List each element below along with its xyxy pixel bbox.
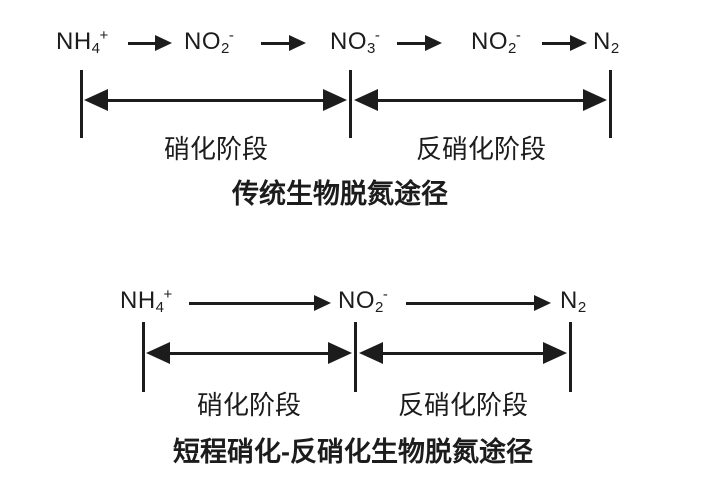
species-subscript: 2 bbox=[610, 40, 620, 57]
species-superscript: - bbox=[382, 286, 389, 303]
species-base: NO bbox=[471, 28, 508, 55]
stage-boundary-tick bbox=[80, 70, 83, 138]
species-subscript: 2 bbox=[577, 299, 587, 316]
stage-label-denitrification: 反硝化阶段 bbox=[397, 390, 528, 420]
species-no2: NO2- bbox=[184, 27, 234, 57]
arrow-head-icon bbox=[354, 89, 378, 111]
species-base: NO bbox=[184, 28, 221, 55]
stage-boundary-tick bbox=[569, 322, 572, 392]
arrow-line bbox=[378, 98, 583, 102]
arrow-head-icon bbox=[534, 295, 551, 311]
stage-boundary-tick bbox=[142, 322, 145, 392]
species-no3: NO3- bbox=[330, 27, 380, 57]
species-n2: N2 bbox=[593, 27, 619, 57]
reaction-arrow-icon bbox=[542, 35, 587, 51]
arrow-head-icon bbox=[323, 89, 347, 111]
arrow-head-icon bbox=[425, 35, 442, 51]
species-subscript: 2 bbox=[508, 40, 517, 57]
reaction-arrow-icon bbox=[128, 35, 172, 51]
species-subscript: 2 bbox=[375, 299, 384, 316]
species-superscript: - bbox=[515, 27, 522, 44]
species-base: NO bbox=[338, 287, 375, 314]
species-subscript: 2 bbox=[221, 40, 230, 57]
stage-label-nitrification: 硝化阶段 bbox=[196, 390, 301, 420]
species-superscript: - bbox=[228, 27, 235, 44]
species-nh4: NH4+ bbox=[120, 286, 173, 316]
stage-boundary-tick bbox=[349, 70, 352, 138]
stage-span-arrow-icon bbox=[359, 342, 567, 364]
stage-label-denitrification: 反硝化阶段 bbox=[415, 134, 546, 164]
arrow-line bbox=[383, 351, 543, 355]
arrow-head-icon bbox=[155, 35, 172, 51]
species-base: NH bbox=[56, 28, 92, 55]
arrow-line bbox=[261, 41, 289, 45]
species-no2: NO2- bbox=[471, 27, 521, 57]
arrow-head-icon bbox=[328, 342, 352, 364]
species-no2: NO2- bbox=[338, 286, 388, 316]
arrow-line bbox=[189, 301, 314, 305]
arrow-line bbox=[128, 41, 155, 45]
species-base: NO bbox=[330, 28, 367, 55]
diagram-title: 传统生物脱氮途径 bbox=[232, 179, 448, 209]
arrow-line bbox=[406, 301, 534, 305]
arrow-head-icon bbox=[583, 89, 607, 111]
species-superscript: - bbox=[374, 27, 381, 44]
stage-span-arrow-icon bbox=[354, 89, 607, 111]
species-base: N bbox=[560, 287, 578, 314]
diagram-title: 短程硝化-反硝化生物脱氮途径 bbox=[173, 437, 533, 467]
species-n2: N2 bbox=[560, 286, 586, 316]
reaction-arrow-icon bbox=[406, 295, 551, 311]
species-superscript: + bbox=[163, 286, 173, 303]
arrow-head-icon bbox=[146, 342, 170, 364]
species-base: N bbox=[593, 28, 611, 55]
arrow-head-icon bbox=[84, 89, 108, 111]
arrow-line bbox=[108, 98, 323, 102]
arrow-line bbox=[542, 41, 570, 45]
species-nh4: NH4+ bbox=[56, 27, 109, 57]
arrow-line bbox=[170, 351, 328, 355]
species-subscript: 3 bbox=[367, 40, 376, 57]
arrow-head-icon bbox=[570, 35, 587, 51]
arrow-line bbox=[397, 41, 425, 45]
arrow-head-icon bbox=[543, 342, 567, 364]
arrow-head-icon bbox=[289, 35, 306, 51]
reaction-arrow-icon bbox=[261, 35, 306, 51]
stage-span-arrow-icon bbox=[146, 342, 352, 364]
stage-boundary-tick bbox=[609, 70, 612, 138]
species-subscript: 4 bbox=[91, 40, 101, 57]
arrow-head-icon bbox=[314, 295, 331, 311]
stage-span-arrow-icon bbox=[84, 89, 347, 111]
reaction-arrow-icon bbox=[189, 295, 331, 311]
species-base: NH bbox=[120, 287, 156, 314]
arrow-head-icon bbox=[359, 342, 383, 364]
species-subscript: 4 bbox=[155, 299, 165, 316]
stage-boundary-tick bbox=[354, 322, 357, 392]
stage-label-nitrification: 硝化阶段 bbox=[163, 134, 268, 164]
reaction-arrow-icon bbox=[397, 35, 442, 51]
species-superscript: + bbox=[99, 27, 109, 44]
